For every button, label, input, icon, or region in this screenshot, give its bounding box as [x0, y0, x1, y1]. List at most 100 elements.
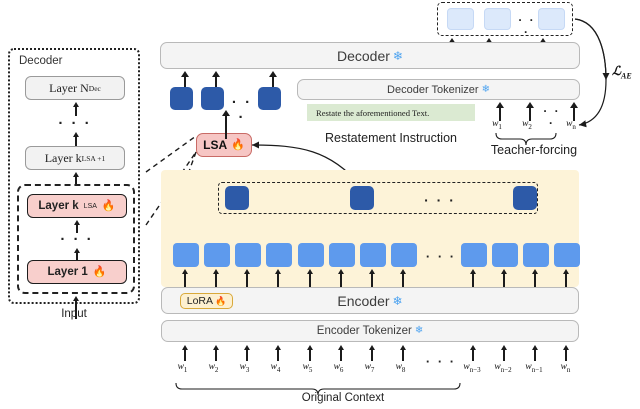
lsa-block[interactable]: LSA 🔥: [196, 133, 252, 157]
arrow-input-word: [275, 345, 281, 361]
input-word-label: w5: [302, 362, 313, 374]
encoder-hidden-token: [298, 243, 324, 267]
arrow-mem-1: [181, 71, 189, 89]
decoder-layer-k-lsa[interactable]: Layer k LSA 🔥: [27, 194, 127, 218]
decoder-layer-k-plus-1-label: Layer k: [44, 150, 82, 165]
encoder-hidden-token: [554, 243, 580, 267]
arrow-enc-hidden: [244, 269, 250, 288]
compressed-token-ellipsis: · · ·: [424, 192, 456, 208]
lsa-layer-group: Layer k LSA 🔥 · · · Layer 1 🔥: [17, 184, 135, 294]
decoder-layer-n-label: Layer N: [49, 80, 89, 95]
arrow-mem-2: [212, 71, 220, 89]
encoder-hidden-ellipsis: · · ·: [425, 249, 457, 264]
lsa-label: LSA: [203, 138, 228, 152]
arrow-enc-hidden: [338, 269, 344, 288]
output-token: [447, 8, 474, 30]
original-context-caption: Original Context: [301, 392, 385, 404]
arrow-layer-k: [74, 220, 80, 233]
decoder-detail-panel: Decoder Layer N Dec · · · Layer k LSA +1…: [8, 48, 140, 319]
input-word-label: w8: [395, 362, 406, 374]
arrow-input-word: [501, 345, 507, 361]
restatement-instruction-box: Restate the aforementioned Text.: [307, 104, 475, 121]
compressed-token-group: [218, 182, 538, 214]
encoder-hidden-token: [391, 243, 417, 267]
lora-badge[interactable]: LoRA 🔥: [180, 293, 233, 309]
decoder-layer-n[interactable]: Layer N Dec: [25, 76, 125, 100]
trainable-flame-icon: 🔥: [101, 199, 116, 212]
arrow-input-word: [244, 345, 250, 361]
encoder-bar-label: Encoder: [337, 292, 390, 309]
memory-token: [201, 87, 224, 110]
arrow-dots-lower: [74, 248, 80, 261]
input-word-label: wn−2: [494, 362, 512, 374]
encoder-hidden-token: [204, 243, 230, 267]
output-token: [538, 8, 565, 30]
restatement-instruction-text: Restate the aforementioned Text.: [316, 107, 430, 118]
encoder-hidden-token: [492, 243, 518, 267]
teacher-forcing-word: wn: [566, 119, 576, 131]
teacher-forcing-caption: Teacher-forcing: [490, 143, 578, 157]
arrow-dots-upper: [73, 132, 79, 146]
input-word-label: w2: [208, 362, 219, 374]
memory-token: [170, 87, 193, 110]
decoder-layer-1-label: Layer 1: [47, 266, 88, 278]
teacher-forcing-ellipsis: · · ·: [543, 104, 561, 130]
decoder-bar[interactable]: Decoder ❄: [160, 42, 580, 69]
arrow-layer-n: [73, 102, 79, 116]
decoder-layer-k-lsa-sub: LSA: [83, 202, 97, 210]
input-word-label: wn−3: [463, 362, 481, 374]
decoder-layer-1[interactable]: Layer 1 🔥: [27, 260, 127, 284]
arrow-input-word: [470, 345, 476, 361]
arrow-input-word: [307, 345, 313, 361]
decoder-upper-dots: · · ·: [58, 115, 92, 132]
arrow-enc-hidden: [369, 269, 375, 288]
decoder-input-label: Input: [61, 308, 87, 320]
encoder-hidden-token: [235, 243, 261, 267]
arrow-lsa-to-memory: [222, 110, 230, 139]
arrow-mem-3: [269, 71, 277, 89]
arrow-enc-hidden: [400, 269, 406, 288]
arrow-enc-hidden: [213, 269, 219, 288]
decoder-layer-k-plus-1[interactable]: Layer k LSA +1: [25, 146, 125, 170]
memory-token: [258, 87, 281, 110]
decoder-output-group: · · ·: [437, 2, 573, 38]
arrow-input-word: [563, 345, 569, 361]
teacher-forcing-word: w2: [522, 119, 532, 131]
input-word-label: wn−1: [525, 362, 543, 374]
decoder-panel-title: Decoder: [19, 55, 63, 67]
frozen-snowflake-icon: ❄: [392, 293, 403, 308]
arrow-tf-1: [496, 102, 504, 121]
output-token: [484, 8, 511, 30]
arrow-decoder-input: [73, 296, 79, 319]
trainable-flame-icon: 🔥: [215, 295, 227, 306]
input-word-label: w7: [364, 362, 375, 374]
frozen-snowflake-icon: ❄: [392, 48, 403, 63]
arrow-input-word: [532, 345, 538, 361]
input-word-ellipsis: · · ·: [425, 354, 457, 369]
frozen-snowflake-icon: ❄: [481, 83, 490, 95]
arrow-input-word: [182, 345, 188, 361]
decoder-layer-k-lsa-label: Layer k: [38, 200, 79, 212]
arrow-input-word: [369, 345, 375, 361]
input-word-label: w6: [333, 362, 344, 374]
arrow-enc-hidden: [563, 269, 569, 288]
memory-token-ellipsis: · · ·: [231, 94, 253, 126]
decoder-layer-k-plus-1-sub: LSA +1: [81, 153, 106, 163]
decoder-tokenizer-bar[interactable]: Decoder Tokenizer ❄: [297, 79, 580, 100]
encoder-tokenizer-bar[interactable]: Encoder Tokenizer ❄: [161, 320, 579, 342]
encoder-hidden-token: [523, 243, 549, 267]
restatement-instruction-caption: Restatement Instruction: [324, 131, 457, 145]
decoder-layer-n-sub: Dec: [88, 83, 101, 93]
encoder-tokenizer-label: Encoder Tokenizer: [316, 325, 412, 337]
arrow-enc-hidden: [501, 269, 507, 288]
decoder-bar-label: Decoder: [337, 47, 390, 64]
decoder-tokenizer-label: Decoder Tokenizer: [387, 83, 479, 96]
arrow-enc-hidden: [532, 269, 538, 288]
arrow-layer-k-plus-1: [73, 172, 79, 186]
arrow-enc-hidden: [307, 269, 313, 288]
loss-symbol: ℒ: [612, 64, 622, 78]
arrow-tf-2: [526, 102, 534, 121]
input-word-label: w4: [270, 362, 281, 374]
arrow-enc-hidden: [182, 269, 188, 288]
